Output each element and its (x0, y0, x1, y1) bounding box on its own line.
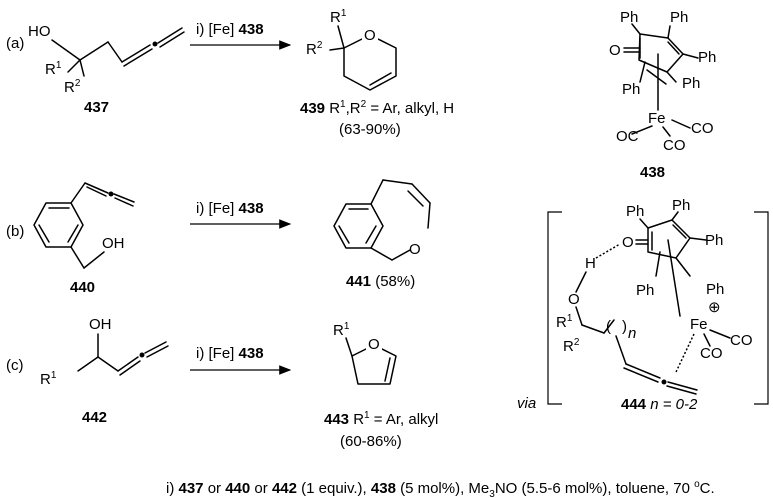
ph-5-438: Ph (622, 81, 640, 98)
atom-r2-437: R2 (64, 78, 81, 96)
ph-3-444: Ph (705, 232, 723, 249)
atom-r1-437: R1 (45, 60, 62, 78)
atom-o-438: O (609, 42, 621, 59)
atom-o-441: O (409, 241, 421, 258)
ph-3-438: Ph (698, 49, 716, 66)
conditions-footnote: i) 437 or 440 or 442 (1 equiv.), 438 (5 … (166, 479, 715, 498)
paren-open-444: ( (606, 318, 611, 335)
structure-439: O R1 R2 (306, 8, 397, 91)
arrow-b: i) [Fe] 438 (190, 200, 292, 229)
atom-co-a-438: CO (691, 120, 714, 137)
atom-fe-444: Fe (690, 316, 708, 333)
caption-443: 443 R1 = Ar, alkyl (324, 410, 438, 428)
structure-438: O Ph Ph Ph Ph Ph Fe OC CO CO (609, 9, 716, 154)
atom-r1-444: R1 (556, 313, 573, 331)
paren-close-444: ) (622, 318, 627, 335)
caption-441: 441 (58%) (346, 273, 415, 290)
arrow-a: i) [Fe] 438 (190, 21, 292, 50)
atom-co-a-444: CO (730, 332, 753, 349)
ph-4-438: Ph (682, 75, 700, 92)
structure-440: OH (33, 182, 135, 269)
yield-443: (60-86%) (340, 433, 402, 450)
atom-ho-437: HO (28, 23, 51, 40)
ph-4-444: Ph (706, 281, 724, 298)
ph-2-444: Ph (672, 197, 690, 214)
atom-co-b-444: CO (700, 345, 723, 362)
atom-o-cp-444: O (622, 234, 634, 251)
atom-r2-439: R2 (306, 40, 323, 58)
caption-444: 444 n = 0-2 (621, 396, 698, 413)
bracket-444 (547, 211, 769, 405)
atom-r1-442: R1 (40, 370, 57, 388)
svg-text:i) [Fe] 438: i) [Fe] 438 (196, 200, 264, 217)
atom-r2-444: R2 (563, 337, 580, 355)
structure-442: OH R1 (40, 316, 169, 388)
subscript-n-444: n (628, 325, 636, 342)
compound-437: 437 (84, 99, 109, 116)
compound-438: 438 (640, 164, 665, 181)
atom-h-444: H (585, 255, 596, 272)
atom-fe-438: Fe (648, 110, 666, 127)
ph-1-438: Ph (620, 9, 638, 26)
atom-oh-440: OH (102, 235, 125, 252)
compound-442: 442 (82, 409, 107, 426)
atom-r1-443: R1 (333, 321, 350, 339)
structure-443: O R1 (333, 321, 397, 385)
atom-o-443: O (368, 336, 380, 353)
label-b: (b) (6, 223, 24, 240)
structure-437: HO R1 R2 (28, 23, 185, 96)
atom-oh-442: OH (89, 316, 112, 333)
label-a: (a) (6, 35, 24, 52)
svg-text:i) [Fe] 438: i) [Fe] 438 (196, 21, 264, 38)
compound-440: 440 (70, 279, 95, 296)
atom-o-439: O (364, 27, 376, 44)
ph-1-444: Ph (626, 203, 644, 220)
structure-444: O Ph Ph Ph Ph Ph H O R1 R2 ( ) n Fe ⊕ (556, 197, 753, 395)
ph-5-444: Ph (636, 282, 654, 299)
caption-439: 439 R1,R2 = Ar, alkyl, H (300, 99, 454, 117)
atom-oc-438: OC (616, 128, 639, 145)
yield-439: (63-90%) (339, 121, 401, 138)
via-label: via (517, 395, 536, 412)
atom-o-oh-444: O (568, 291, 580, 308)
structure-441: O (333, 179, 431, 261)
ph-2-438: Ph (670, 9, 688, 26)
arrow-c: i) [Fe] 438 (190, 345, 292, 375)
charge-plus-444: ⊕ (708, 299, 721, 316)
label-c: (c) (6, 357, 24, 374)
atom-co-b-438: CO (663, 137, 686, 154)
svg-text:i) [Fe] 438: i) [Fe] 438 (196, 345, 264, 362)
atom-r1-439: R1 (330, 8, 347, 26)
